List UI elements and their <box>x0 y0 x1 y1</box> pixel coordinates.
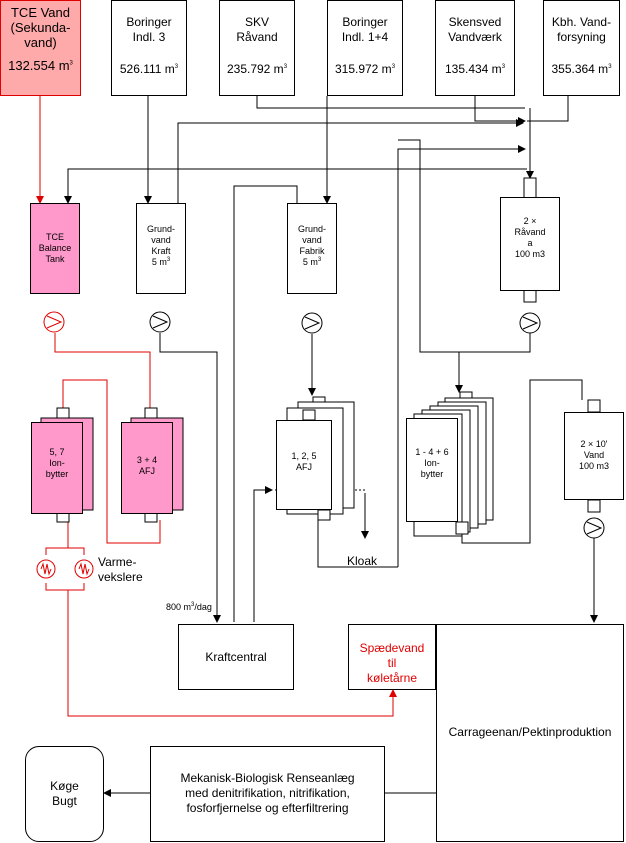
grundvand-kraft-label: Grund- vand Kraft 5 m3 <box>146 224 175 267</box>
tank-raavand: 2 × Råvand a 100 m3 <box>500 197 560 291</box>
red-pipes <box>36 96 397 717</box>
kbh-volume: 355.364 m3 <box>551 62 612 76</box>
flow-rate-label: 800 m3/dag <box>166 602 212 612</box>
boringer3-title: Boringer Indl. 3 <box>126 15 172 44</box>
afj-34-label: 3 + 4 AFJ <box>136 455 158 476</box>
afj-125: 1, 2, 5 AFJ <box>276 420 332 510</box>
block-kraftcentral: Kraftcentral <box>178 624 294 690</box>
carrageenan-label: Carrageenan/Pektinproduktion <box>448 725 612 739</box>
tank-nozzles <box>317 177 601 535</box>
source-skv-raavand: SKV Råvand 235.792 m3 <box>219 0 295 96</box>
kbh-title: Kbh. Vand- forsyning <box>551 15 612 44</box>
pump-tce <box>43 311 65 333</box>
boringer14-title: Boringer Indl. 1+4 <box>341 15 389 44</box>
source-skensved-vandvaerk: Skensved Vandværk 135.434 m3 <box>435 0 515 96</box>
raavand-label: 2 × Råvand a 100 m3 <box>514 216 546 259</box>
tce-balance-label: TCE Balance Tank <box>38 232 72 264</box>
pump-vand <box>583 517 605 539</box>
ion-146-label: 1 - 4 + 6 Ion- bytter <box>415 447 449 479</box>
boringer3-volume: 526.111 m3 <box>119 62 179 76</box>
ion-exchanger-146: 1 - 4 + 6 Ion- bytter <box>406 418 458 522</box>
source-kbh-vandforsyning: Kbh. Vand- forsyning 355.364 m3 <box>543 0 620 96</box>
skv-volume: 235.792 m3 <box>226 62 288 76</box>
grundvand-fabrik-label: Grund- vand Fabrik 5 m3 <box>297 224 326 267</box>
heat-exchanger-right <box>74 559 94 579</box>
boringer14-volume: 315.972 m3 <box>334 62 396 76</box>
skensved-volume: 135.434 m3 <box>444 62 506 76</box>
tank-grundvand-kraft: Grund- vand Kraft 5 m3 <box>136 203 186 294</box>
source-tce-vand: TCE Vand (Sekunda- vand) 132.554 m3 <box>0 0 81 96</box>
varmevekslere-label: Varme- vekslere <box>98 555 143 584</box>
ion-57-label: 5, 7 Ion- bytter <box>45 447 69 479</box>
tce-title: TCE Vand (Sekunda- vand) <box>10 5 71 50</box>
block-spaedevand: Spædevand til køletårne <box>348 624 436 690</box>
spaedevand-label: Spædevand til køletårne <box>359 641 425 685</box>
ion-exchanger-57: 5, 7 Ion- bytter <box>31 422 83 514</box>
block-koge-bugt: Køge Bugt <box>25 746 104 842</box>
heat-exchanger-left <box>36 559 56 579</box>
pump-fabrik <box>301 312 323 334</box>
vand-100-label: 2 × 10' Vand 100 m3 <box>578 439 610 471</box>
tank-grundvand-fabrik: Grund- vand Fabrik 5 m3 <box>287 203 337 294</box>
pump-raavand <box>519 312 541 334</box>
tank-vand-100: 2 × 10' Vand 100 m3 <box>564 412 624 500</box>
renseanlaeg-label: Mekanisk-Biologisk Renseanlæg med denitr… <box>180 771 355 815</box>
koge-bugt-label: Køge Bugt <box>50 779 79 808</box>
afj-34: 3 + 4 AFJ <box>121 422 173 514</box>
block-carrageenan: Carrageenan/Pektinproduktion <box>436 624 624 842</box>
skv-title: SKV Råvand <box>236 15 278 44</box>
block-renseanlaeg: Mekanisk-Biologisk Renseanlæg med denitr… <box>150 746 385 842</box>
pump-kraft <box>149 311 171 333</box>
source-boringer-indl-3: Boringer Indl. 3 526.111 m3 <box>111 0 187 96</box>
skensved-title: Skensved Vandværk <box>448 15 502 44</box>
kraftcentral-label: Kraftcentral <box>205 650 267 664</box>
kloak-label: Kloak <box>347 554 378 568</box>
afj-125-label: 1, 2, 5 AFJ <box>291 451 317 472</box>
tce-volume: 132.554 m3 <box>8 58 73 73</box>
black-pipes <box>64 96 598 797</box>
tank-tce-balance: TCE Balance Tank <box>30 203 80 294</box>
source-boringer-indl-14: Boringer Indl. 1+4 315.972 m3 <box>327 0 403 96</box>
